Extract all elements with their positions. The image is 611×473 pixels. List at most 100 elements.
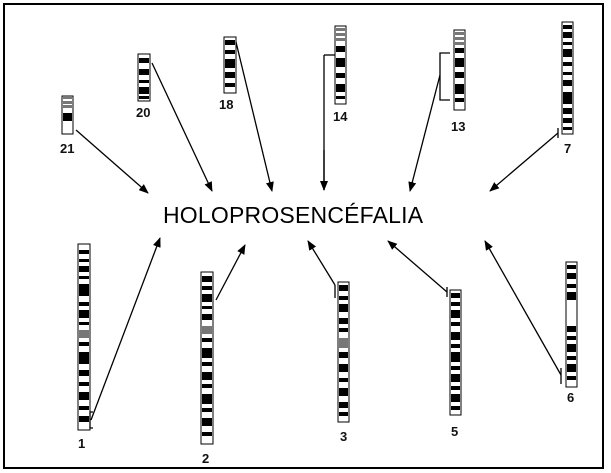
chromosome-band xyxy=(339,328,348,332)
chromosome-band xyxy=(455,37,464,40)
chromosome-band xyxy=(79,330,89,338)
chromosome-label-3: 3 xyxy=(340,429,347,444)
chromosome-band xyxy=(567,376,576,380)
chromosome-outline xyxy=(453,29,466,111)
chromosome-band xyxy=(63,101,72,104)
chromosome-band xyxy=(79,392,89,400)
chromosome-6 xyxy=(565,261,578,388)
chromosome-band xyxy=(563,32,572,38)
chromosome-band xyxy=(79,342,89,346)
chromosome-band xyxy=(451,394,460,402)
chromosome-band xyxy=(202,286,212,290)
chromosome-21 xyxy=(61,95,74,135)
chromosome-band xyxy=(202,348,212,358)
chromosome-band xyxy=(225,59,235,68)
chromosome-band xyxy=(79,276,89,279)
chromosome-band xyxy=(451,386,460,390)
chromosome-band xyxy=(563,108,572,114)
chromosome-band xyxy=(225,83,235,87)
center-label: HOLOPROSENCÉFALIA xyxy=(163,202,424,228)
chromosome-band xyxy=(339,318,348,324)
chromosome-band xyxy=(202,362,212,366)
chromosome-2 xyxy=(200,271,214,445)
chromosome-band xyxy=(336,73,345,78)
chromosome-band xyxy=(225,40,235,45)
chromosome-band xyxy=(451,302,460,306)
chromosome-20 xyxy=(137,53,151,102)
chromosome-band xyxy=(202,432,212,436)
chromosome-band xyxy=(202,338,212,342)
chromosome-band xyxy=(79,310,89,318)
chromosome-band xyxy=(451,322,460,326)
chromosome-band xyxy=(339,285,348,291)
arrow-20 xyxy=(151,62,213,192)
arrow-2 xyxy=(215,244,246,301)
arrow-7 xyxy=(489,132,559,192)
chromosome-band xyxy=(563,49,572,57)
chromosome-band xyxy=(563,92,572,104)
chromosome-band xyxy=(339,352,348,358)
chromosome-band xyxy=(455,84,464,94)
chromosome-band xyxy=(563,62,572,66)
chromosome-outline xyxy=(565,261,578,388)
chromosome-band xyxy=(79,266,89,272)
chromosome-band xyxy=(451,366,460,370)
chromosome-band xyxy=(451,352,460,362)
chromosome-band xyxy=(202,306,212,309)
chromosome-band xyxy=(567,292,576,300)
chromosome-band xyxy=(79,284,89,296)
chromosome-band xyxy=(79,322,89,325)
chromosome-7 xyxy=(561,21,574,135)
chromosome-band xyxy=(79,302,89,306)
arrow-18 xyxy=(235,41,274,192)
chromosome-band xyxy=(451,310,460,318)
chromosome-band xyxy=(339,378,348,382)
chromosome-band xyxy=(339,412,348,416)
chromosome-band xyxy=(451,293,460,298)
chromosome-label-14: 14 xyxy=(333,109,348,124)
chromosome-band xyxy=(455,42,464,45)
chromosome-band xyxy=(451,332,460,340)
chromosome-band xyxy=(336,58,345,67)
chromosome-band xyxy=(563,80,572,86)
chromosome-band xyxy=(339,402,348,408)
chromosome-label-1: 1 xyxy=(78,436,85,451)
chromosome-band xyxy=(563,72,572,75)
chromosome-band xyxy=(139,96,149,99)
chromosome-band xyxy=(202,408,212,412)
chromosome-band xyxy=(79,352,89,364)
chromosome-band xyxy=(339,338,348,348)
chromosome-band xyxy=(63,113,72,121)
chromosome-band xyxy=(202,394,212,404)
chromosome-band xyxy=(455,48,464,53)
chromosome-band xyxy=(202,372,212,380)
chromosome-band xyxy=(79,382,89,386)
bracket-1 xyxy=(89,411,93,429)
chromosome-band xyxy=(455,58,464,67)
chromosome-band xyxy=(225,50,235,54)
chromosome-label-6: 6 xyxy=(567,390,574,405)
chromosome-3 xyxy=(337,281,350,423)
chromosome-band xyxy=(451,374,460,382)
chromosome-label-18: 18 xyxy=(219,97,233,112)
chromosome-13 xyxy=(453,29,466,111)
chromosome-band xyxy=(455,98,464,102)
diagram-frame xyxy=(3,3,604,469)
chromosome-label-21: 21 xyxy=(60,141,74,156)
chromosome-18 xyxy=(223,36,237,94)
chromosome-14 xyxy=(334,25,347,105)
chromosome-band xyxy=(139,80,149,83)
chromosome-band xyxy=(455,32,464,35)
chromosome-band xyxy=(139,58,149,63)
chromosome-label-2: 2 xyxy=(202,451,209,466)
chromosome-band xyxy=(567,336,576,340)
chromosome-band xyxy=(225,72,235,78)
chromosome-band xyxy=(63,105,72,108)
chromosome-band xyxy=(336,46,345,52)
chromosome-band xyxy=(563,118,572,123)
chromosome-band xyxy=(79,416,89,422)
chromosome-1 xyxy=(77,243,91,431)
chromosome-band xyxy=(455,72,464,78)
chromosome-band xyxy=(202,384,212,388)
